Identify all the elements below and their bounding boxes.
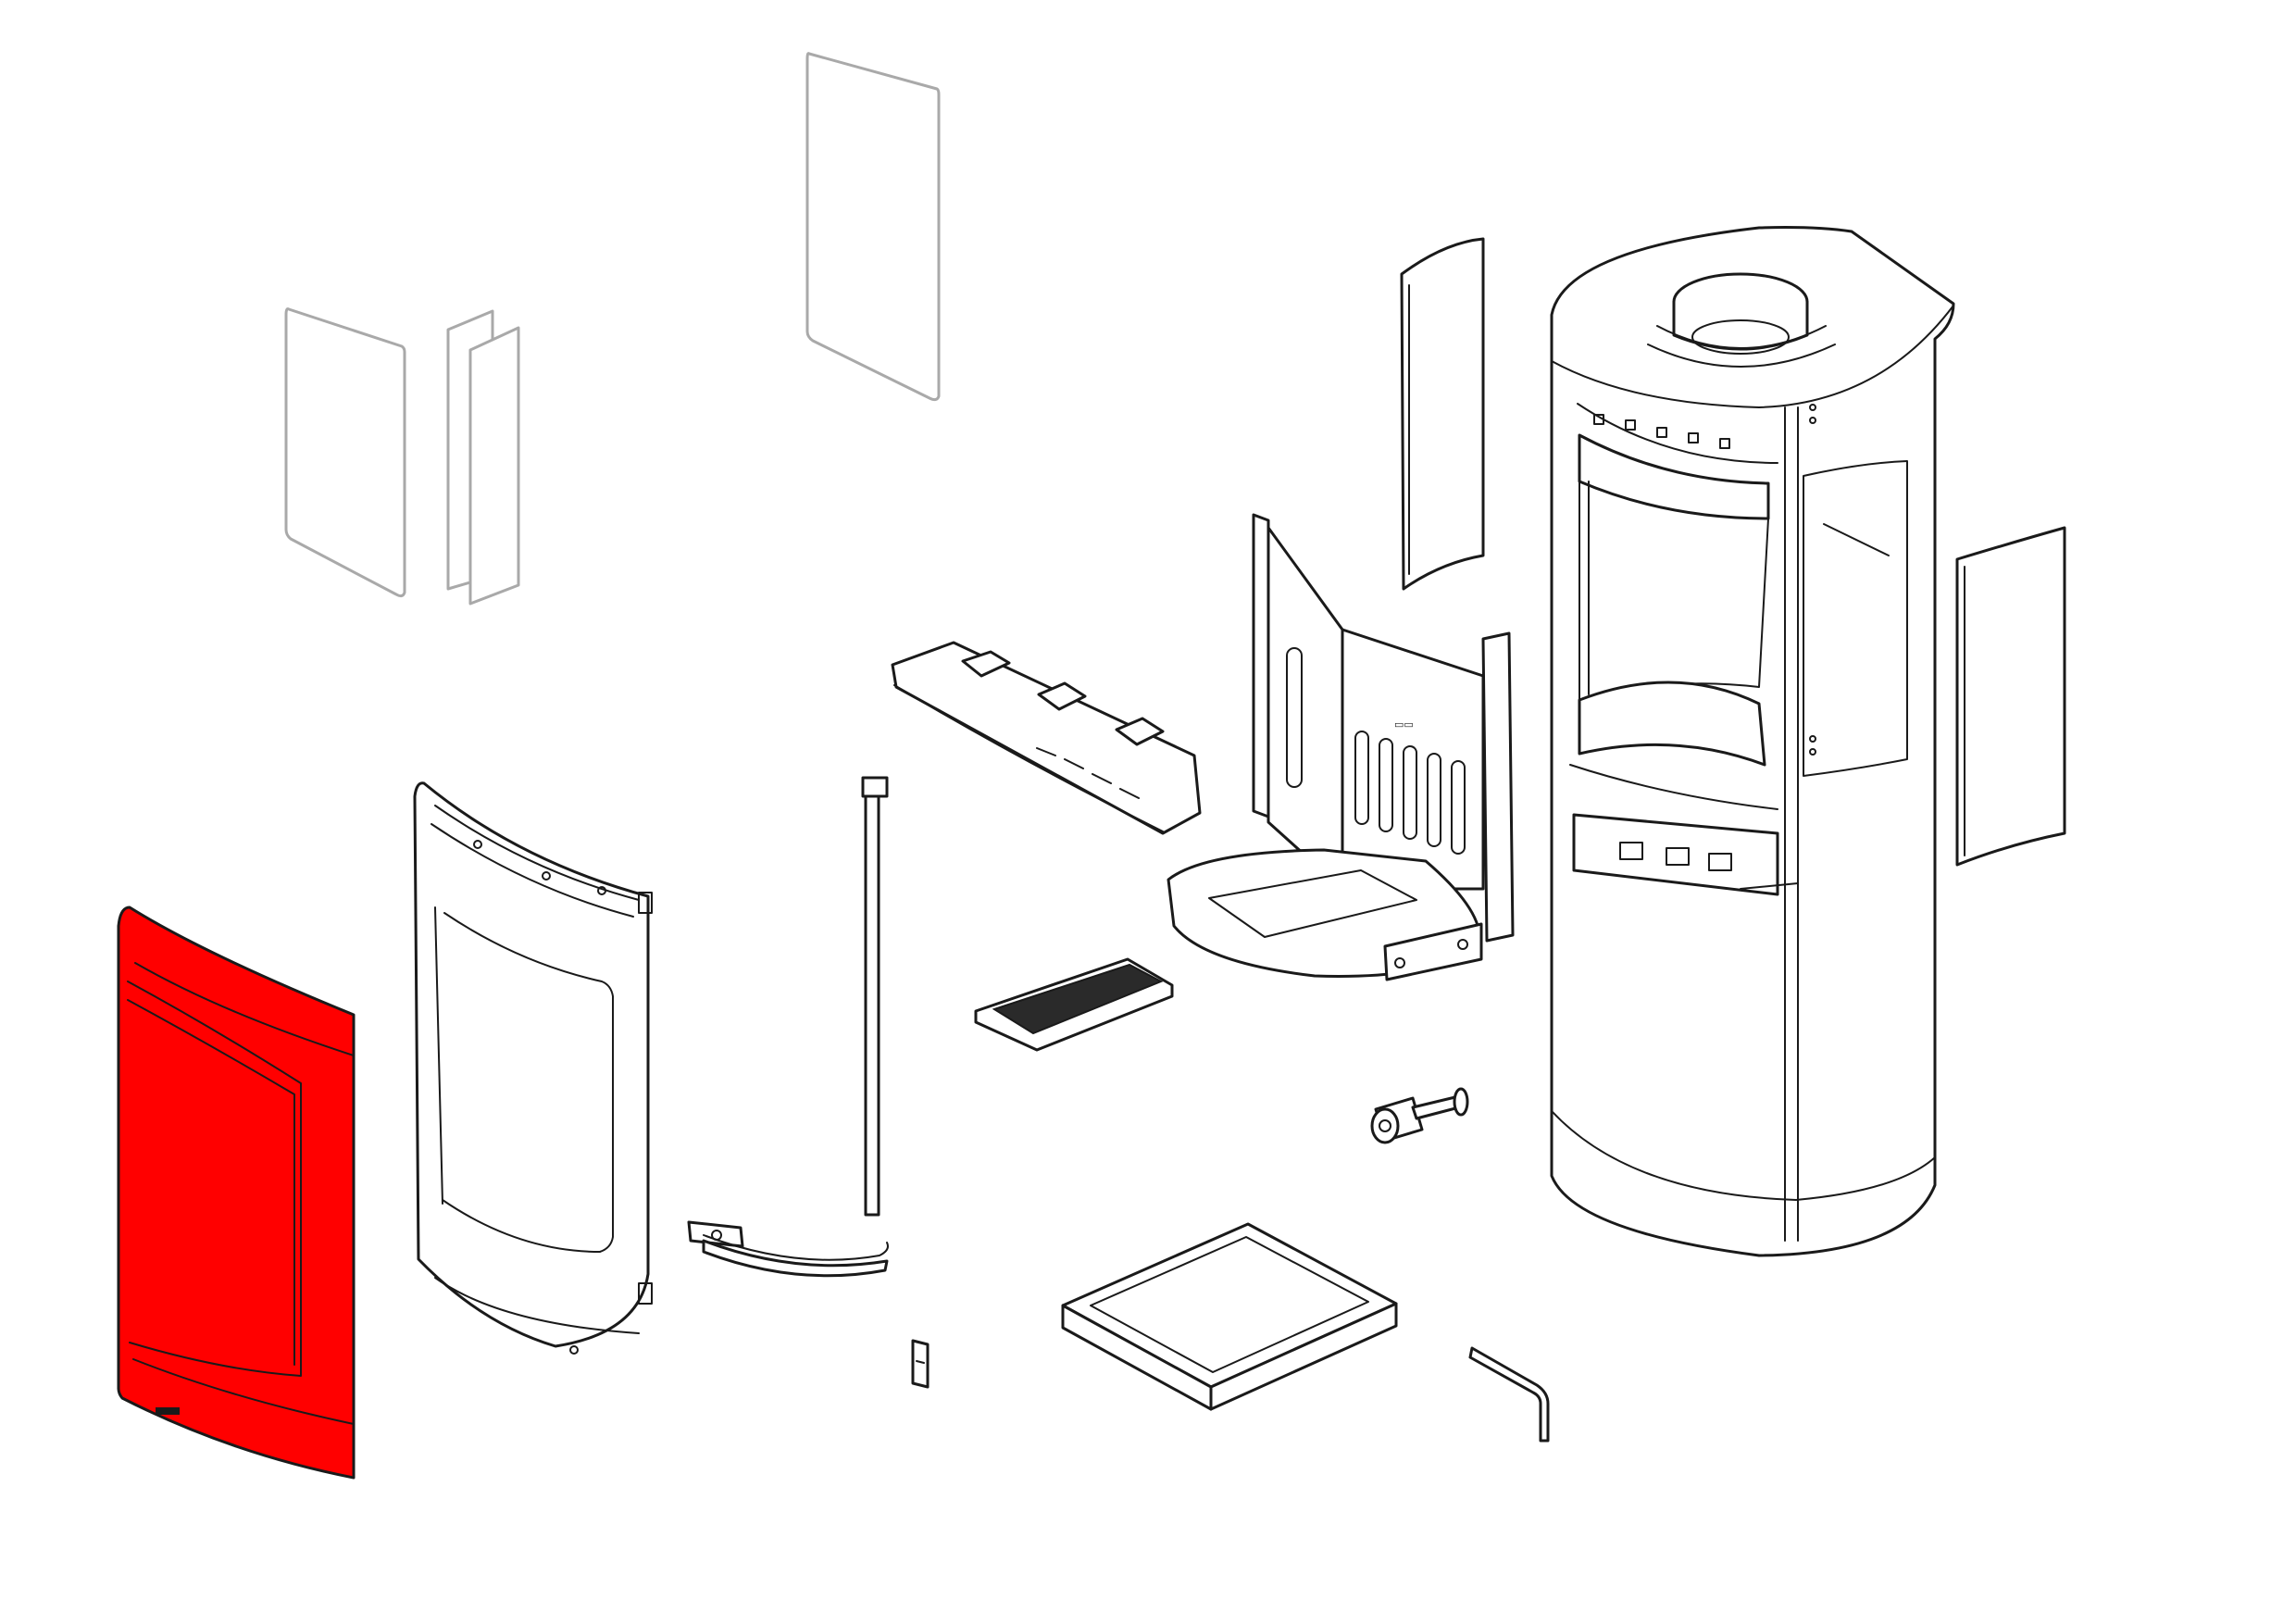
- firebox-liners[interactable]: ▭▭: [1252, 513, 1515, 943]
- ash-pan[interactable]: [1061, 1222, 1398, 1411]
- door-clip[interactable]: [911, 1339, 930, 1389]
- baffle-plate[interactable]: [891, 641, 1202, 835]
- door-frame[interactable]: [413, 781, 653, 1355]
- stove-body[interactable]: [1550, 226, 1955, 1257]
- grate[interactable]: [974, 957, 1174, 1052]
- door-lock-rod[interactable]: [687, 776, 889, 1278]
- firebox-base[interactable]: [1167, 848, 1483, 981]
- glass-pane-large[interactable]: [805, 52, 941, 402]
- glass-side-panes[interactable]: [446, 309, 520, 606]
- side-panel-right[interactable]: [1955, 526, 2066, 867]
- glass-pane-small[interactable]: [284, 307, 406, 598]
- outer-door-panel[interactable]: [117, 906, 356, 1480]
- liner-marking-icon: ▭▭: [1394, 718, 1414, 731]
- air-control-knob[interactable]: [1370, 1087, 1469, 1144]
- door-logo: [156, 1407, 180, 1415]
- side-panel-left[interactable]: [1400, 237, 1485, 591]
- hook-tool[interactable]: [1468, 1346, 1550, 1443]
